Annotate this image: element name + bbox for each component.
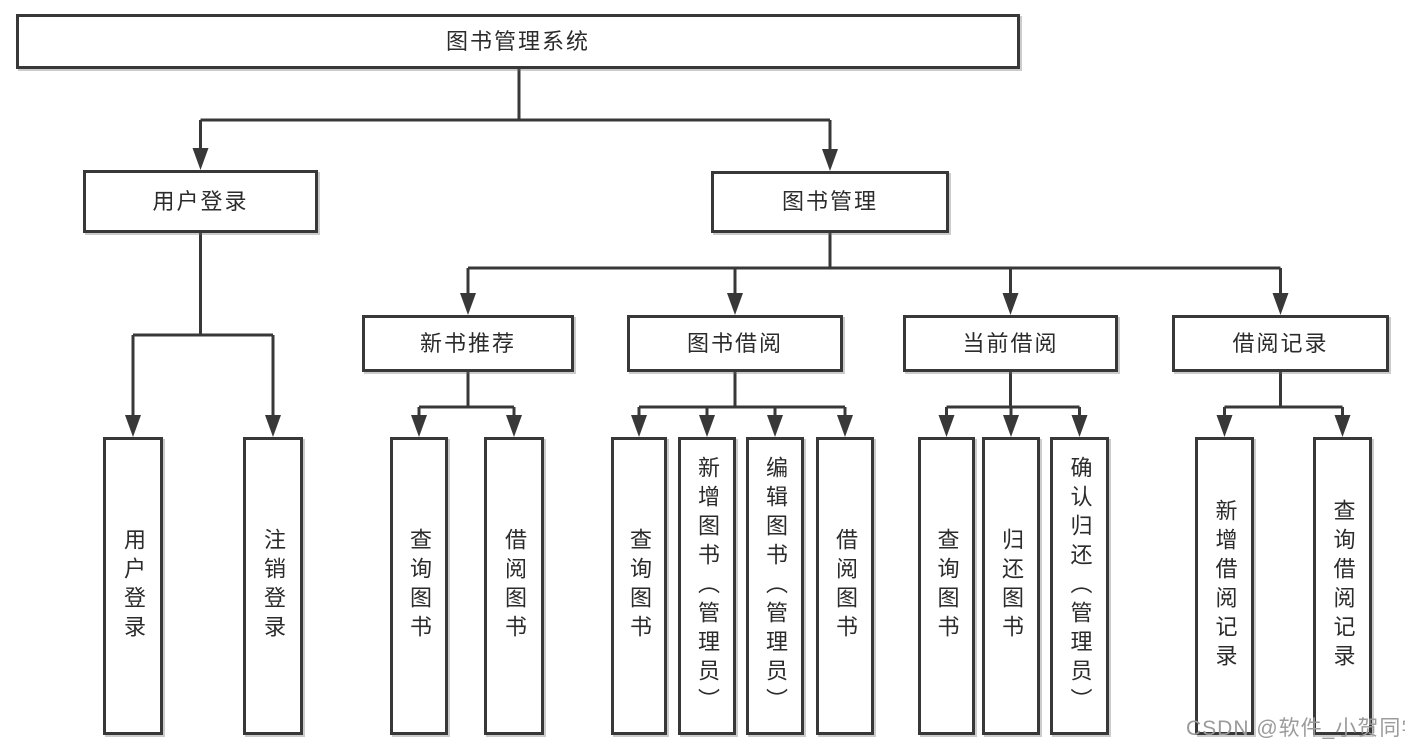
leaf-borrow-books: 借阅图书 [816, 437, 874, 735]
leaf-query-books-recommend: 查询图书 [390, 437, 448, 735]
node-new-book-recommendation: 新书推荐 [362, 315, 574, 372]
leaf-edit-books-admin: 编辑图书（管理员） [746, 437, 804, 735]
leaf-user-login: 用户登录 [103, 437, 163, 735]
leaf-borrow-books-recommend: 借阅图书 [484, 437, 544, 735]
node-current-borrowing: 当前借阅 [903, 315, 1118, 372]
leaf-return-books: 归还图书 [982, 437, 1040, 735]
connector-path [131, 69, 1344, 417]
node-borrowing-records: 借阅记录 [1172, 315, 1389, 372]
node-book-borrowing: 图书借阅 [627, 315, 843, 372]
node-book-management: 图书管理 [711, 171, 949, 233]
leaf-query-borrow-record: 查询借阅记录 [1313, 437, 1372, 735]
leaf-query-books-current: 查询图书 [918, 437, 975, 735]
leaf-logout: 注销登录 [243, 437, 303, 735]
arrowhead-icons [125, 148, 1351, 437]
leaf-add-books-admin: 新增图书（管理员） [678, 437, 736, 735]
leaf-add-borrow-record: 新增借阅记录 [1195, 437, 1254, 735]
leaf-query-books-borrowing: 查询图书 [611, 437, 667, 735]
leaf-confirm-return-admin: 确认归还（管理员） [1050, 437, 1109, 735]
csdn-watermark: CSDN @软件_小贺同学 [1186, 717, 1405, 740]
node-user-login: 用户登录 [83, 170, 318, 233]
node-library-management-system: 图书管理系统 [16, 14, 1020, 69]
